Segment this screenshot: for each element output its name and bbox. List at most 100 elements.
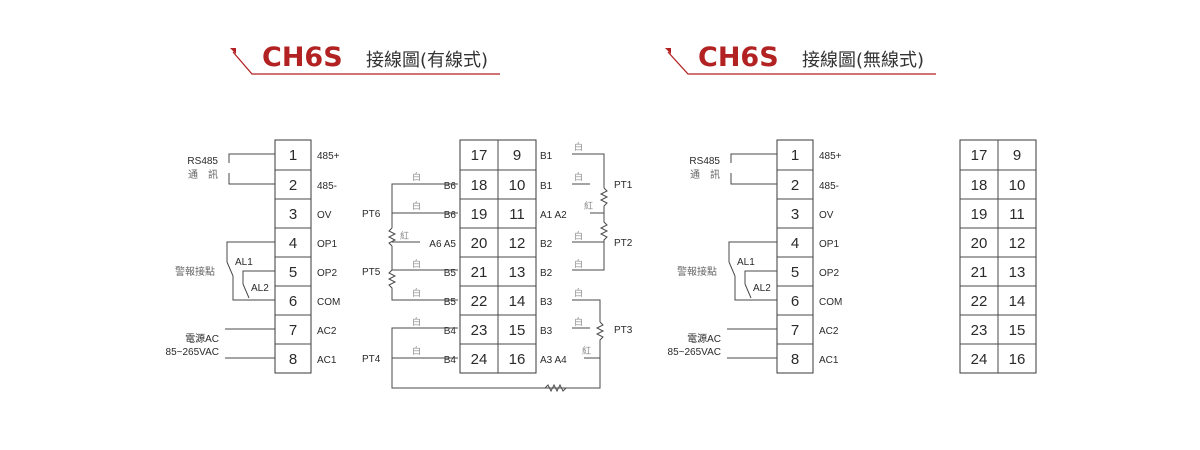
terminal-number: 18 [471, 177, 488, 194]
terminal-number: 19 [471, 206, 488, 223]
terminal-number: 2 [791, 177, 799, 194]
terminal-number: 9 [513, 147, 521, 164]
title-marker-icon [665, 48, 671, 54]
title-underline [667, 51, 936, 75]
diagram-subtitle: 接線圖(有線式) [366, 50, 488, 71]
power-label: 電源AC [185, 332, 219, 345]
svg-text:白: 白 [574, 171, 583, 183]
title-wired: CH6S 接線圖(有線式) [230, 42, 500, 75]
terminal-number: 18 [971, 177, 988, 194]
terminal-number: 13 [1009, 264, 1026, 281]
svg-text:PT4: PT4 [362, 354, 381, 365]
comm-label: 通 訊 [188, 168, 218, 181]
sensor-pin-label: B3 [540, 326, 553, 337]
svg-text:PT5: PT5 [362, 267, 381, 278]
terminal-label: COM [819, 297, 842, 308]
terminal-number: 15 [509, 322, 526, 339]
rs485-label: RS485 [689, 156, 720, 167]
svg-text:白: 白 [574, 258, 583, 270]
svg-text:白: 白 [412, 316, 421, 328]
terminal-number: 3 [289, 206, 297, 223]
terminal-number: 3 [791, 206, 799, 223]
al2-switch-icon [744, 283, 752, 299]
svg-text:白: 白 [574, 230, 583, 242]
title-underline [232, 51, 500, 75]
terminal-number: 13 [509, 264, 526, 281]
svg-text:白: 白 [412, 171, 421, 183]
svg-text:白: 白 [412, 258, 421, 270]
terminal-number: 17 [971, 147, 988, 164]
sensor-pin-label: B6 [444, 181, 457, 192]
svg-text:PT6: PT6 [362, 209, 381, 220]
terminal-label: 485+ [317, 151, 340, 162]
rs485-label: RS485 [187, 156, 218, 167]
al1-switch-icon [728, 261, 736, 277]
brand-title: CH6S [262, 42, 343, 73]
svg-text:AL2: AL2 [753, 283, 771, 294]
terminal-number: 20 [471, 235, 488, 252]
svg-text:白: 白 [412, 287, 421, 299]
terminal-label: 485- [819, 181, 839, 192]
svg-text:AL1: AL1 [737, 257, 755, 268]
al2-switch-icon [242, 283, 250, 299]
terminal-number: 6 [289, 293, 297, 310]
title-wireless: CH6S 接線圖(無線式) [665, 42, 936, 75]
sensor-pin-label: B4 [444, 355, 457, 366]
terminal-number: 21 [471, 264, 488, 281]
terminal-number: 10 [1009, 177, 1026, 194]
terminal-label: OP1 [317, 239, 337, 250]
terminal-label: OV [317, 210, 332, 221]
svg-text:PT1: PT1 [614, 180, 633, 191]
terminal-number: 4 [791, 235, 799, 252]
terminal-label: OP1 [819, 239, 839, 250]
svg-text:紅: 紅 [400, 231, 409, 242]
terminal-label: OV [819, 210, 834, 221]
alarm-contact-label: 警報接點 [175, 265, 215, 278]
svg-text:白: 白 [574, 316, 583, 328]
terminal-label: 485+ [819, 151, 842, 162]
terminal-number: 22 [971, 293, 988, 310]
terminal-number: 24 [471, 351, 488, 368]
terminal-label: AC1 [317, 355, 337, 366]
svg-text:PT3: PT3 [614, 325, 633, 336]
sensor-pin-label: B3 [540, 297, 553, 308]
terminal-number: 9 [1013, 147, 1021, 164]
sensor-pin-label: A1 A2 [540, 210, 567, 221]
terminal-number: 15 [1009, 322, 1026, 339]
terminal-label: AC2 [819, 326, 839, 337]
terminal-number: 10 [509, 177, 526, 194]
resistor-pt6-icon [387, 227, 397, 247]
svg-text:AL1: AL1 [235, 257, 253, 268]
sensor-pin-label: B5 [444, 297, 457, 308]
brand-title: CH6S [698, 42, 779, 73]
sensor-pin-label: B2 [540, 268, 553, 279]
terminal-number: 23 [971, 322, 988, 339]
resistor-pt4-icon [544, 383, 567, 393]
comm-label: 通 訊 [690, 168, 720, 181]
diagram-subtitle: 接線圖(無線式) [802, 50, 924, 71]
terminal-label: 485- [317, 181, 337, 192]
alarm-contact-label: 警報接點 [677, 265, 717, 278]
terminal-label: AC2 [317, 326, 337, 337]
terminal-number: 2 [289, 177, 297, 194]
sensor-pin-label: B5 [444, 268, 457, 279]
svg-text:白: 白 [412, 200, 421, 212]
terminal-number: 14 [1009, 293, 1026, 310]
terminal-number: 16 [1009, 351, 1026, 368]
terminal-number: 24 [971, 351, 988, 368]
terminal-number: 7 [289, 322, 297, 339]
terminal-number: 7 [791, 322, 799, 339]
terminal-label: OP2 [819, 268, 839, 279]
terminal-number: 20 [971, 235, 988, 252]
terminal-label: COM [317, 297, 340, 308]
terminal-number: 6 [791, 293, 799, 310]
terminal-number: 1 [289, 147, 297, 164]
svg-text:紅: 紅 [584, 201, 593, 212]
sensor-pin-label: B1 [540, 151, 553, 162]
terminal-number: 5 [791, 264, 799, 281]
svg-text:白: 白 [412, 345, 421, 357]
